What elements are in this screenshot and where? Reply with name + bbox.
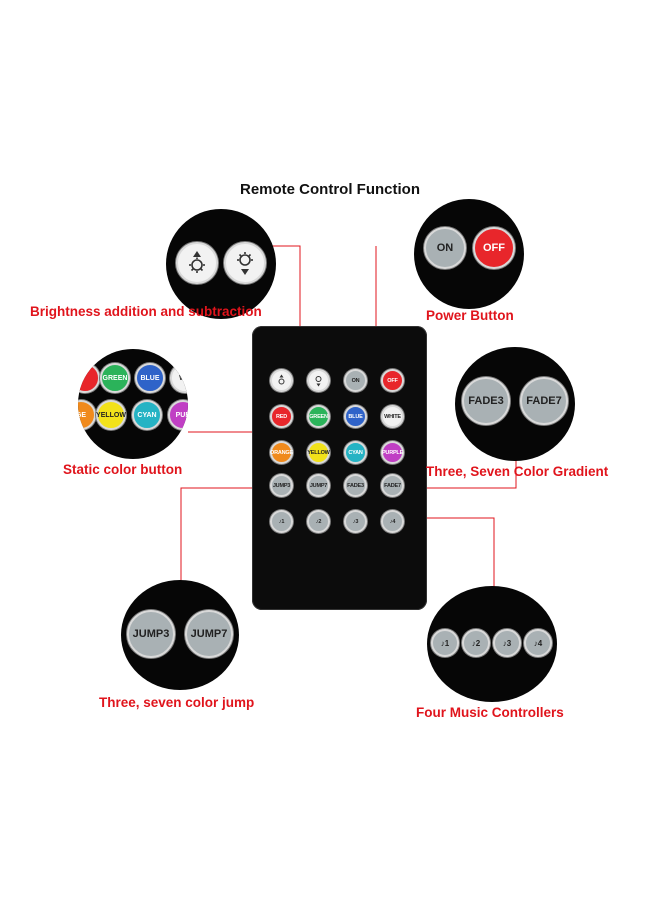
zoom-static-wh-button: WH <box>170 363 188 393</box>
zoom-music-2-button: ♪2 <box>462 629 490 657</box>
zoom-power-off-button: OFF <box>473 227 515 269</box>
label-static: Static color button <box>63 462 183 477</box>
zoom-button-label: OFF <box>483 242 505 254</box>
zoom-static-green-button: GREEN <box>100 363 130 393</box>
zoom-button-label: ♪1 <box>440 638 450 648</box>
zoom-button-label: JUMP7 <box>190 628 228 640</box>
remote-green-button[interactable]: GREEN <box>307 405 330 428</box>
remote-3-button[interactable]: ♪3 <box>344 510 367 533</box>
zoom-button-label: ♪3 <box>502 638 512 648</box>
remote-on-button[interactable]: ON <box>344 369 367 392</box>
zoom-jump-jump3-button: JUMP3 <box>127 610 175 658</box>
zoom-music: ♪1 ♪2 ♪3 ♪4 <box>427 586 557 702</box>
label-music: Four Music Controllers <box>416 705 564 720</box>
zoom-button-label: GE <box>78 411 87 419</box>
zoom-brightness <box>166 209 276 319</box>
remote-button-label: ♪4 <box>389 518 396 525</box>
zoom-music-3-button: ♪3 <box>493 629 521 657</box>
remote-purple-button[interactable]: PURPLE <box>381 441 404 464</box>
zoom-static-blue-button: BLUE <box>135 363 165 393</box>
zoom-button-label: PUR <box>175 411 188 419</box>
remote-button-label: BLUE <box>348 413 363 420</box>
zoom-button-label: WH <box>179 374 188 382</box>
zoom-gradient: FADE3 FADE7 <box>455 347 575 461</box>
zoom-jump-jump7-button: JUMP7 <box>185 610 233 658</box>
zoom-static-yellow-button: YELLOW <box>96 400 126 430</box>
zoom-button-label: FADE3 <box>468 395 504 407</box>
brightness-down-icon <box>315 376 322 387</box>
zoom-button-label: ♪2 <box>471 638 481 648</box>
remote-button-label: JUMP3 <box>272 482 291 489</box>
brightness-down-button[interactable] <box>307 369 330 392</box>
brightness-up-button[interactable] <box>270 369 293 392</box>
remote-red-button[interactable]: RED <box>270 405 293 428</box>
zoom-static-button-button <box>78 363 100 393</box>
remote-button-label: FADE3 <box>347 482 364 489</box>
remote-button-label: ORANGE <box>270 449 293 456</box>
brightness-up-icon <box>278 374 285 385</box>
remote-fade3-button[interactable]: FADE3 <box>344 474 367 497</box>
diagram-title: Remote Control Function <box>240 181 420 198</box>
zoom-gradient-fade7-button: FADE7 <box>520 377 568 425</box>
remote-button-label: PURPLE <box>381 449 404 456</box>
remote-button-label: JUMP7 <box>309 482 328 489</box>
zoom-button-label: FADE7 <box>526 395 562 407</box>
remote-button-label: YELLOW <box>307 449 330 456</box>
remote-button-label: WHITE <box>384 413 401 420</box>
remote-off-button[interactable]: OFF <box>381 369 404 392</box>
zoom-static-cyan-button: CYAN <box>132 400 162 430</box>
zoom-power-on-button: ON <box>424 227 466 269</box>
zoom-button-label: JUMP3 <box>132 628 170 640</box>
zoom-jump: JUMP3 JUMP7 <box>121 580 239 690</box>
remote-button-label: ON <box>351 377 360 384</box>
remote-button-label: ♪3 <box>352 518 359 525</box>
remote-orange-button[interactable]: ORANGE <box>270 441 293 464</box>
remote-fade7-button[interactable]: FADE7 <box>381 474 404 497</box>
zoom-button-label: ♪4 <box>533 638 543 648</box>
brightness-up-zoom <box>176 242 218 284</box>
remote-white-button[interactable]: WHITE <box>381 405 404 428</box>
label-gradient: Three, Seven Color Gradient <box>426 464 609 479</box>
zoom-music-4-button: ♪4 <box>524 629 552 657</box>
remote-yellow-button[interactable]: YELLOW <box>307 441 330 464</box>
remote-button-label: OFF <box>387 377 398 384</box>
remote-1-button[interactable]: ♪1 <box>270 510 293 533</box>
remote-button-label: ♪1 <box>278 518 285 525</box>
label-brightness: Brightness addition and subtraction <box>30 304 262 319</box>
zoom-button-label: YELLOW <box>96 411 126 419</box>
zoom-power: ON OFF <box>414 199 524 309</box>
remote-jump7-button[interactable]: JUMP7 <box>307 474 330 497</box>
remote-button-label: RED <box>275 413 287 420</box>
zoom-music-1-button: ♪1 <box>431 629 459 657</box>
brightness-down-icon <box>237 252 253 275</box>
remote-button-label: ♪2 <box>315 518 322 525</box>
zoom-button-label: CYAN <box>137 411 157 419</box>
zoom-button-label: GREEN <box>102 374 128 382</box>
remote-button-label: CYAN <box>348 449 363 456</box>
label-power: Power Button <box>426 308 514 323</box>
remote-control: ON OFF RED GREEN BLUE WHITE ORANGE YELLOW CYAN PU… <box>252 326 427 610</box>
remote-2-button[interactable]: ♪2 <box>307 510 330 533</box>
remote-4-button[interactable]: ♪4 <box>381 510 404 533</box>
remote-button-label: GREEN <box>309 413 328 420</box>
zoom-static-pur-button: PUR <box>168 400 188 430</box>
zoom-gradient-fade3-button: FADE3 <box>462 377 510 425</box>
remote-cyan-button[interactable]: CYAN <box>344 441 367 464</box>
remote-jump3-button[interactable]: JUMP3 <box>270 474 293 497</box>
zoom-static-colors: GREEN BLUE WH GE YELLOW CYAN PUR <box>78 349 188 459</box>
remote-button-label: FADE7 <box>384 482 401 489</box>
zoom-button-label: ON <box>436 242 454 254</box>
brightness-down-zoom <box>224 242 266 284</box>
label-jump: Three, seven color jump <box>99 695 255 710</box>
remote-blue-button[interactable]: BLUE <box>344 405 367 428</box>
brightness-up-icon <box>189 251 205 273</box>
zoom-static-ge-button: GE <box>78 400 96 430</box>
zoom-button-label: BLUE <box>140 374 160 382</box>
